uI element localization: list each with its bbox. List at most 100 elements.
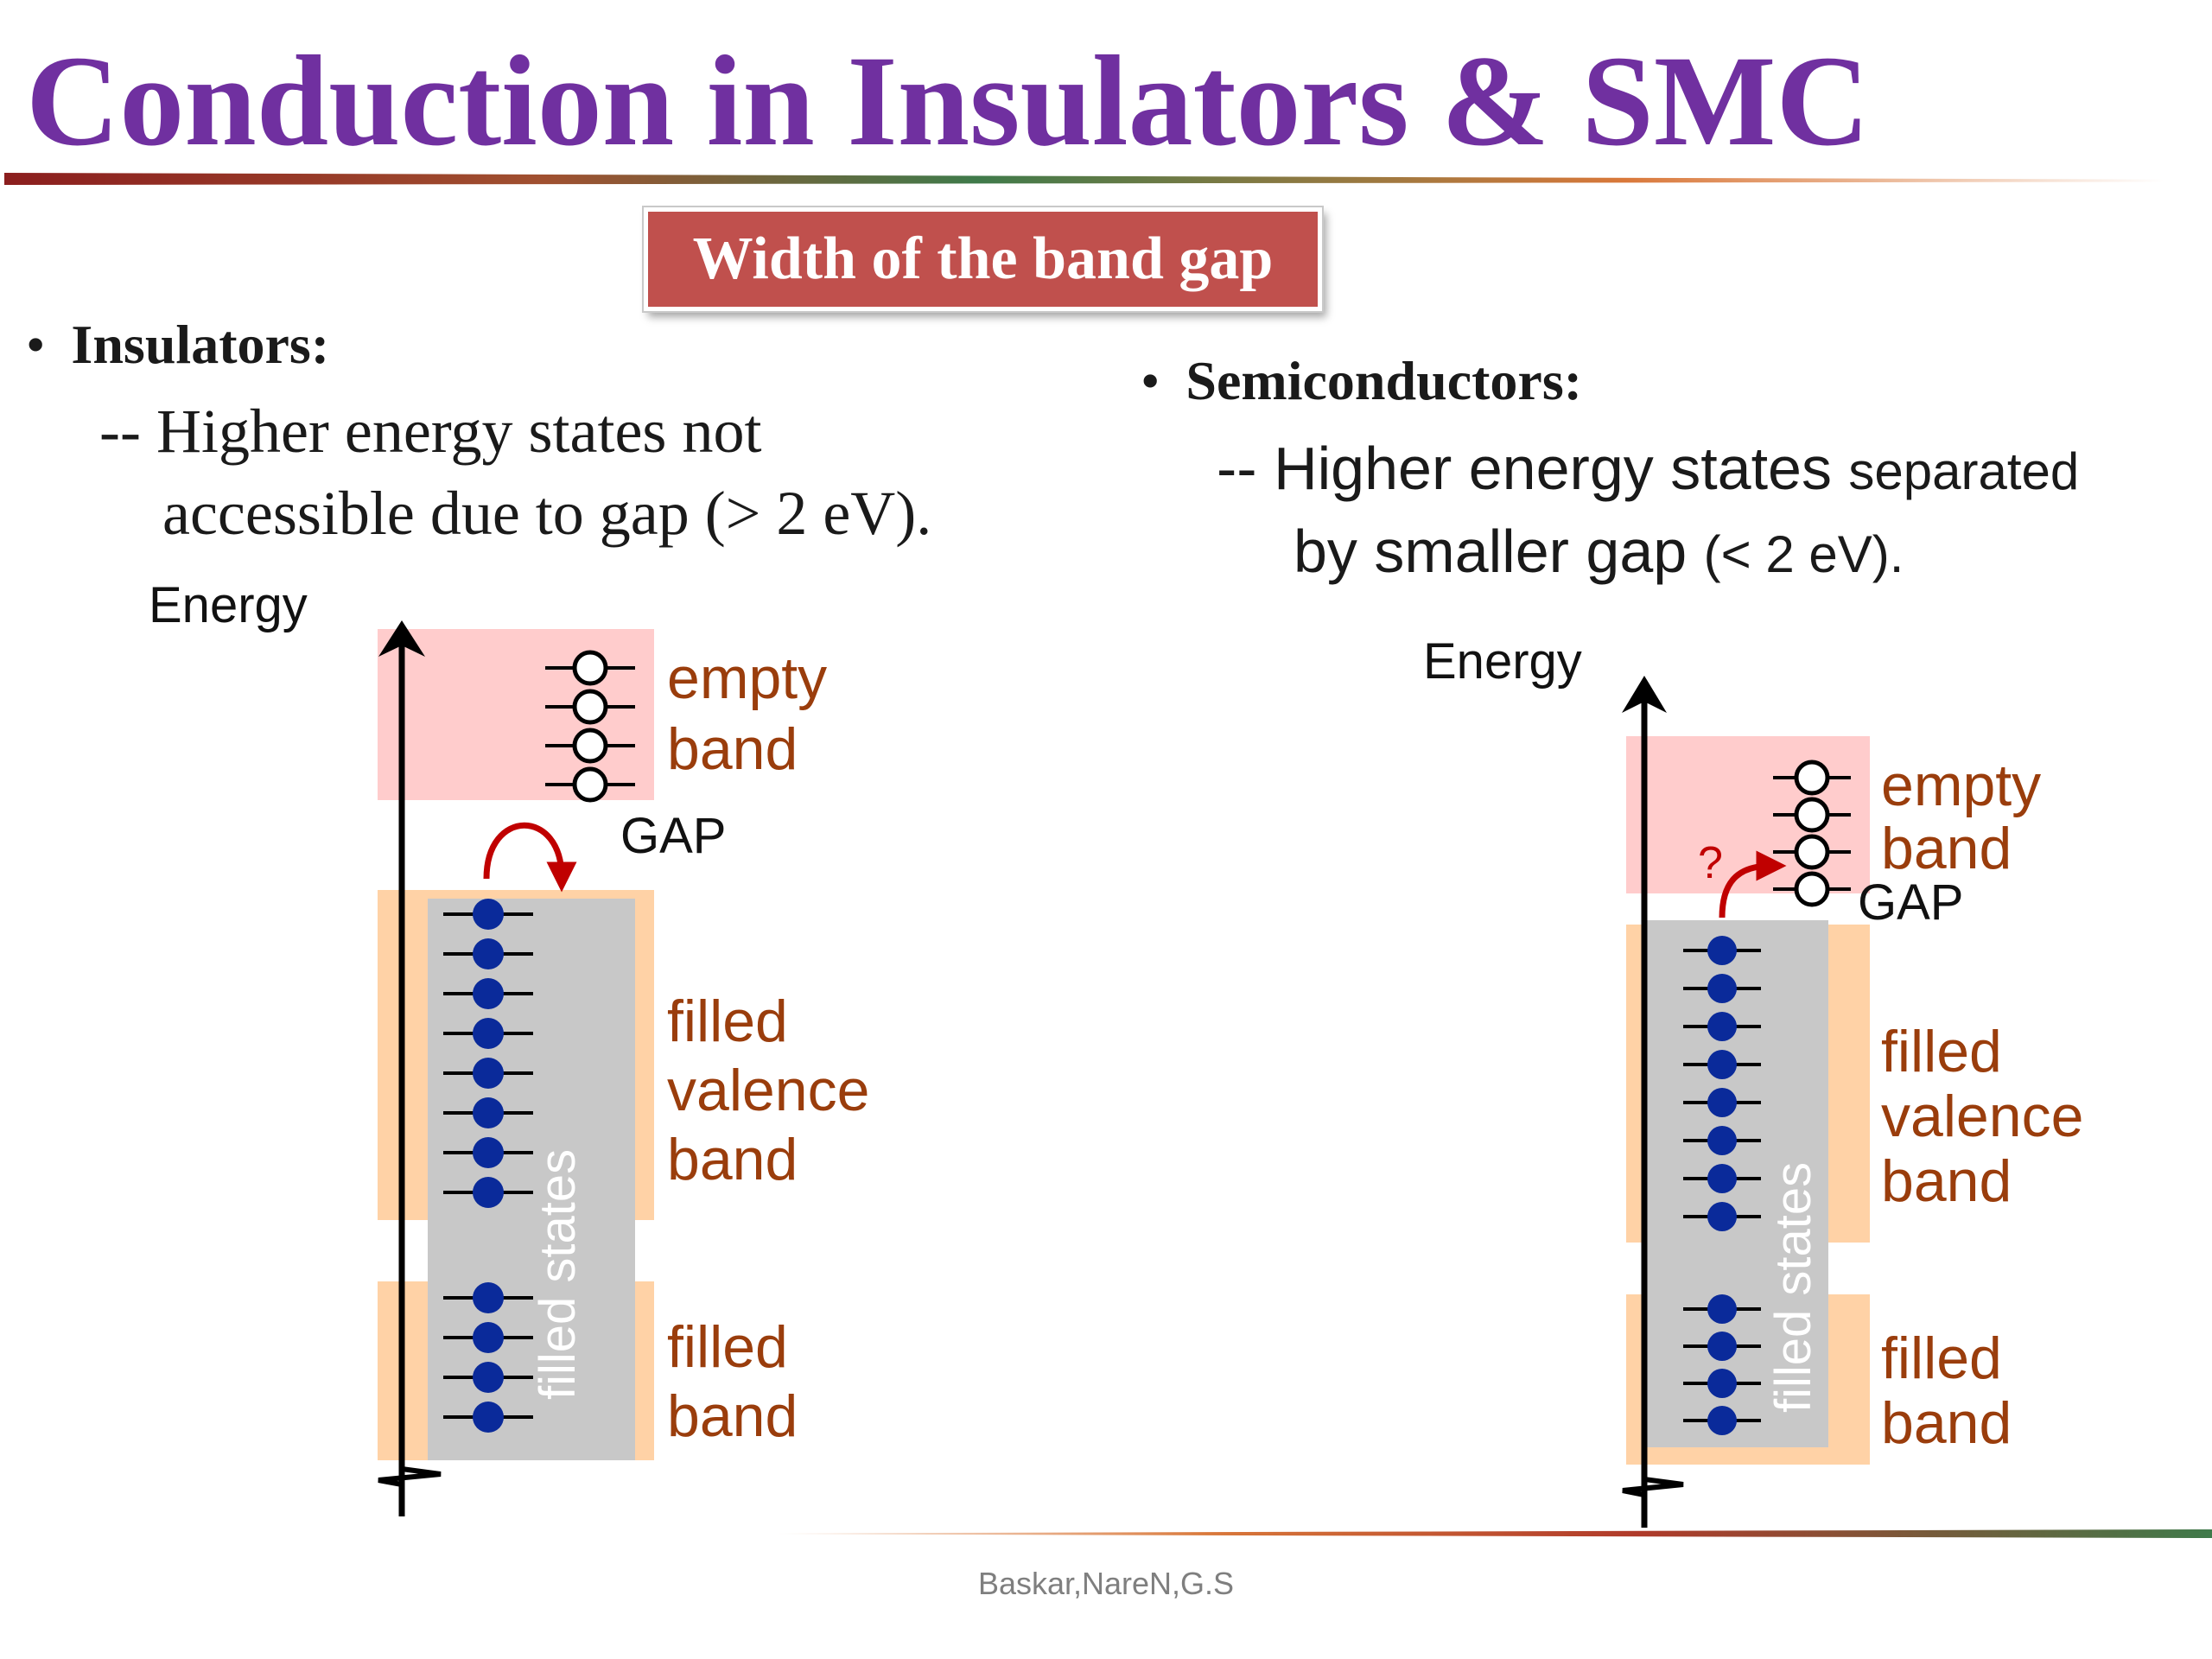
filled-state-level xyxy=(443,978,533,1009)
filled-state-level xyxy=(1683,1050,1761,1079)
filled-state-level xyxy=(443,1137,533,1168)
electron-dot xyxy=(1707,974,1737,1003)
electron-dot xyxy=(1707,1332,1737,1361)
filled-energy-levels xyxy=(1683,1294,1761,1435)
filled-state-level xyxy=(443,1322,533,1353)
excitation-arrow xyxy=(1719,850,1787,918)
energy-axis-label: Energy xyxy=(1423,633,1582,690)
filled-state-level xyxy=(443,1097,533,1128)
semiconductors-line-1-main: -- Higher energy states xyxy=(1217,435,1832,502)
question-mark-label: ? xyxy=(1698,838,1723,888)
energy-axis-label: Energy xyxy=(149,577,308,633)
empty-state-circle xyxy=(572,766,608,803)
filled-states-label: filled states xyxy=(1765,1162,1821,1413)
empty-band-label-line-1: empty xyxy=(667,645,827,711)
filled-state-level xyxy=(443,899,533,930)
valence-band-label-line-2: valence xyxy=(667,1058,869,1123)
insulators-heading-text: Insulators: xyxy=(71,314,330,375)
electron-dot xyxy=(473,899,504,930)
electron-dot xyxy=(1707,1406,1737,1435)
bullet-dot: • xyxy=(26,314,46,375)
insulators-heading: • Insulators: xyxy=(26,313,329,377)
electron-dot xyxy=(473,1177,504,1208)
filled-state-level xyxy=(1683,1332,1761,1361)
filled-state-level xyxy=(443,1402,533,1433)
electron-dot xyxy=(473,1282,504,1313)
electron-dot xyxy=(1707,1164,1737,1193)
empty-band-label-line-2: band xyxy=(667,716,798,782)
electron-dot xyxy=(473,1322,504,1353)
empty-state-level xyxy=(545,728,635,764)
empty-state-circle xyxy=(1794,871,1830,907)
empty-state-level xyxy=(545,650,635,686)
semiconductors-line-2-main: by smaller gap xyxy=(1294,518,1688,585)
filled-state-level xyxy=(443,1058,533,1089)
electron-dot xyxy=(1707,1294,1737,1324)
filled-states-region xyxy=(1647,920,1828,1447)
filled-state-level xyxy=(1683,1406,1761,1435)
band-gap-banner: Width of the band gap xyxy=(642,206,1324,313)
footer-credit: Baskar,NareN,G.S xyxy=(977,1566,1235,1601)
filled-band-label-line-1: filled xyxy=(1881,1325,2002,1391)
empty-band-region xyxy=(378,629,654,800)
filled-state-level xyxy=(1683,936,1761,965)
electron-dot xyxy=(1707,1202,1737,1231)
filled-state-level xyxy=(443,1018,533,1049)
semiconductors-line-1-small: separated xyxy=(1848,442,2080,500)
gap-label: GAP xyxy=(1858,874,1964,931)
electron-dot xyxy=(1707,1088,1737,1117)
semiconductors-heading: • Semiconductors: xyxy=(1141,349,1582,413)
electron-dot xyxy=(473,978,504,1009)
footer-rule xyxy=(778,1529,2212,1538)
empty-energy-levels xyxy=(1773,760,1851,907)
electron-dot xyxy=(1707,1369,1737,1398)
semiconductors-heading-text: Semiconductors: xyxy=(1185,350,1583,411)
empty-state-level xyxy=(1773,871,1851,907)
empty-state-circle xyxy=(1794,760,1830,796)
filled-state-level xyxy=(443,1362,533,1393)
filled-state-level xyxy=(443,1177,533,1208)
valence-band-label-line-3: band xyxy=(667,1127,798,1192)
filled-states-label: filled states xyxy=(530,1149,586,1400)
semiconductor-diagram: filled states ? Energy GAP empty band fi… xyxy=(1423,633,2083,1528)
electron-dot xyxy=(1707,1012,1737,1041)
filled-state-level xyxy=(1683,1202,1761,1231)
empty-energy-levels xyxy=(545,650,635,803)
empty-state-circle xyxy=(572,728,608,764)
empty-state-level xyxy=(545,766,635,803)
empty-state-circle xyxy=(1794,797,1830,833)
axis-break-symbol xyxy=(378,1466,442,1510)
valence-band-label-line-1: filled xyxy=(667,988,788,1054)
empty-state-level xyxy=(1773,760,1851,796)
filled-band-label-line-2: band xyxy=(1881,1390,2012,1456)
electron-dot xyxy=(473,938,504,969)
filled-state-level xyxy=(1683,1126,1761,1155)
empty-state-circle xyxy=(1794,834,1830,870)
empty-band-label-line-2: band xyxy=(1881,816,2012,881)
energy-axis-arrowhead xyxy=(378,620,425,657)
electron-dot xyxy=(1707,1050,1737,1079)
filled-state-level xyxy=(1683,1294,1761,1324)
filled-state-level xyxy=(1683,1369,1761,1398)
empty-state-circle xyxy=(572,650,608,686)
filled-state-level xyxy=(443,1282,533,1313)
semiconductors-line-1: -- Higher energy states separated xyxy=(1217,434,2079,503)
empty-band-label-line-1: empty xyxy=(1881,753,2041,818)
valence-band-label-line-2: valence xyxy=(1881,1084,2083,1149)
filled-state-level xyxy=(1683,974,1761,1003)
filled-state-level xyxy=(443,938,533,969)
filled-band-label-line-1: filled xyxy=(667,1314,788,1380)
electron-dot xyxy=(1707,1126,1737,1155)
valence-energy-levels xyxy=(1683,936,1761,1231)
filled-state-level xyxy=(1683,1012,1761,1041)
filled-state-level xyxy=(1683,1088,1761,1117)
filled-state-level xyxy=(1683,1164,1761,1193)
empty-state-level xyxy=(1773,797,1851,833)
filled-band-label-line-2: band xyxy=(667,1383,798,1449)
energy-axis-arrowhead xyxy=(1622,676,1667,713)
valence-band-label-line-1: filled xyxy=(1881,1019,2002,1084)
electron-dot xyxy=(473,1362,504,1393)
bullet-dot: • xyxy=(1141,350,1160,411)
